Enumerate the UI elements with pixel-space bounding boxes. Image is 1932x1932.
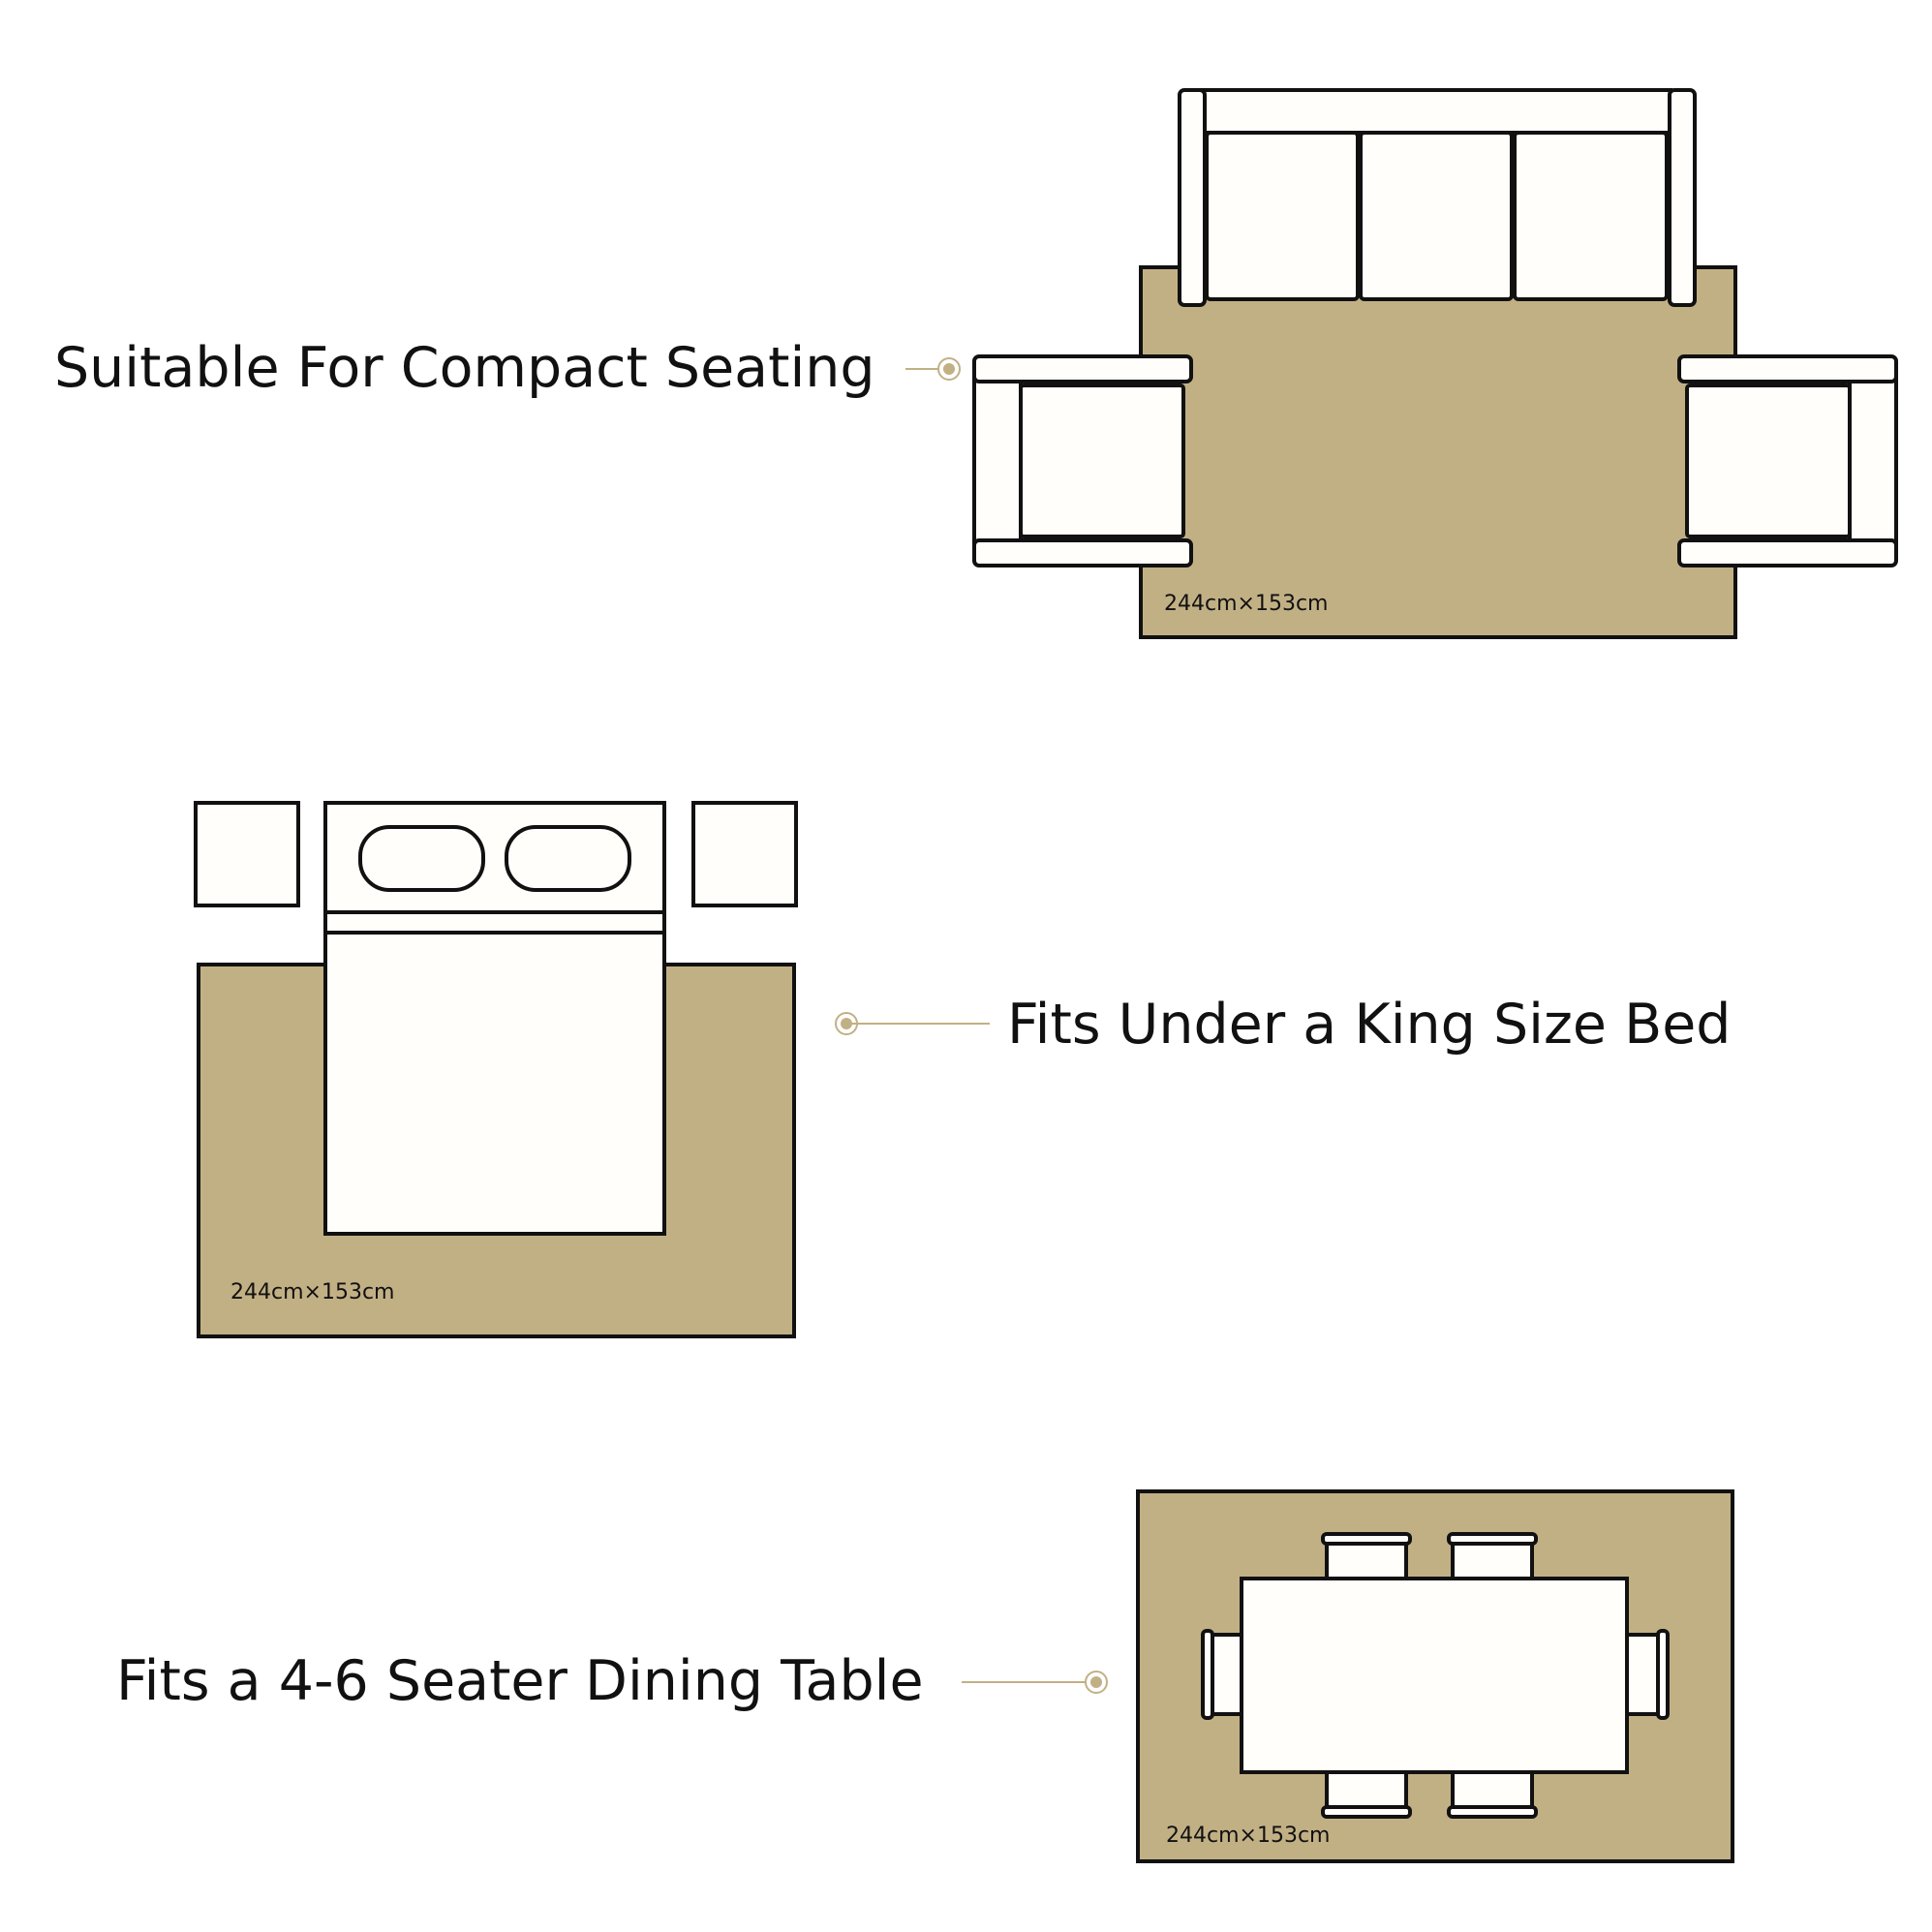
sofa <box>1178 88 1697 307</box>
sofa-cushion-middle <box>1359 131 1514 301</box>
right-nightstand <box>691 801 798 907</box>
sofa-left-arm <box>1178 88 1207 307</box>
bed-dimension: 244cm×153cm <box>230 1280 394 1304</box>
left-armchair <box>972 354 1193 567</box>
left-armchair-bottom-arm <box>972 538 1193 567</box>
left-armchair-top-arm <box>972 354 1193 383</box>
seating-layout: 244cm×153cm <box>905 88 1898 639</box>
king-bed <box>323 801 666 1236</box>
dining-chair-left <box>1201 1629 1247 1720</box>
bed-pillow-left <box>358 825 485 892</box>
sofa-back <box>1199 88 1672 135</box>
dining-chair-top-left <box>1321 1532 1412 1582</box>
seating-rug <box>1139 265 1737 639</box>
left-armchair-back <box>972 372 1023 550</box>
right-armchair-top-arm <box>1677 354 1898 383</box>
dining-chair-bottom-right <box>1447 1768 1538 1819</box>
dining-dimension: 244cm×153cm <box>1166 1824 1330 1848</box>
seating-label: Suitable For Compact Seating <box>54 336 875 400</box>
dining-table <box>1240 1577 1629 1774</box>
sofa-cushion-left <box>1205 131 1360 301</box>
right-armchair-bottom-arm <box>1677 538 1898 567</box>
dining-label: Fits a 4-6 Seater Dining Table <box>116 1649 924 1713</box>
left-armchair-seat <box>1019 383 1185 538</box>
dining-chair-right <box>1623 1629 1670 1720</box>
dining-layout: 244cm×153cm <box>962 1489 1734 1863</box>
right-armchair-seat <box>1685 383 1852 538</box>
dining-chair-top-right <box>1447 1532 1538 1582</box>
bed-layout: 244cm×153cm <box>194 801 990 1338</box>
seating-dimension: 244cm×153cm <box>1164 592 1328 616</box>
right-armchair-back <box>1848 372 1898 550</box>
sofa-right-arm <box>1668 88 1697 307</box>
right-armchair <box>1677 354 1898 567</box>
sofa-cushion-right <box>1513 131 1669 301</box>
bed-label: Fits Under a King Size Bed <box>1007 993 1732 1057</box>
seating-connector-dot-inner <box>943 363 955 375</box>
dining-connector-dot-inner <box>1090 1676 1102 1688</box>
bed-pillow-right <box>505 825 631 892</box>
dining-chair-bottom-left <box>1321 1768 1412 1819</box>
left-nightstand <box>194 801 300 907</box>
